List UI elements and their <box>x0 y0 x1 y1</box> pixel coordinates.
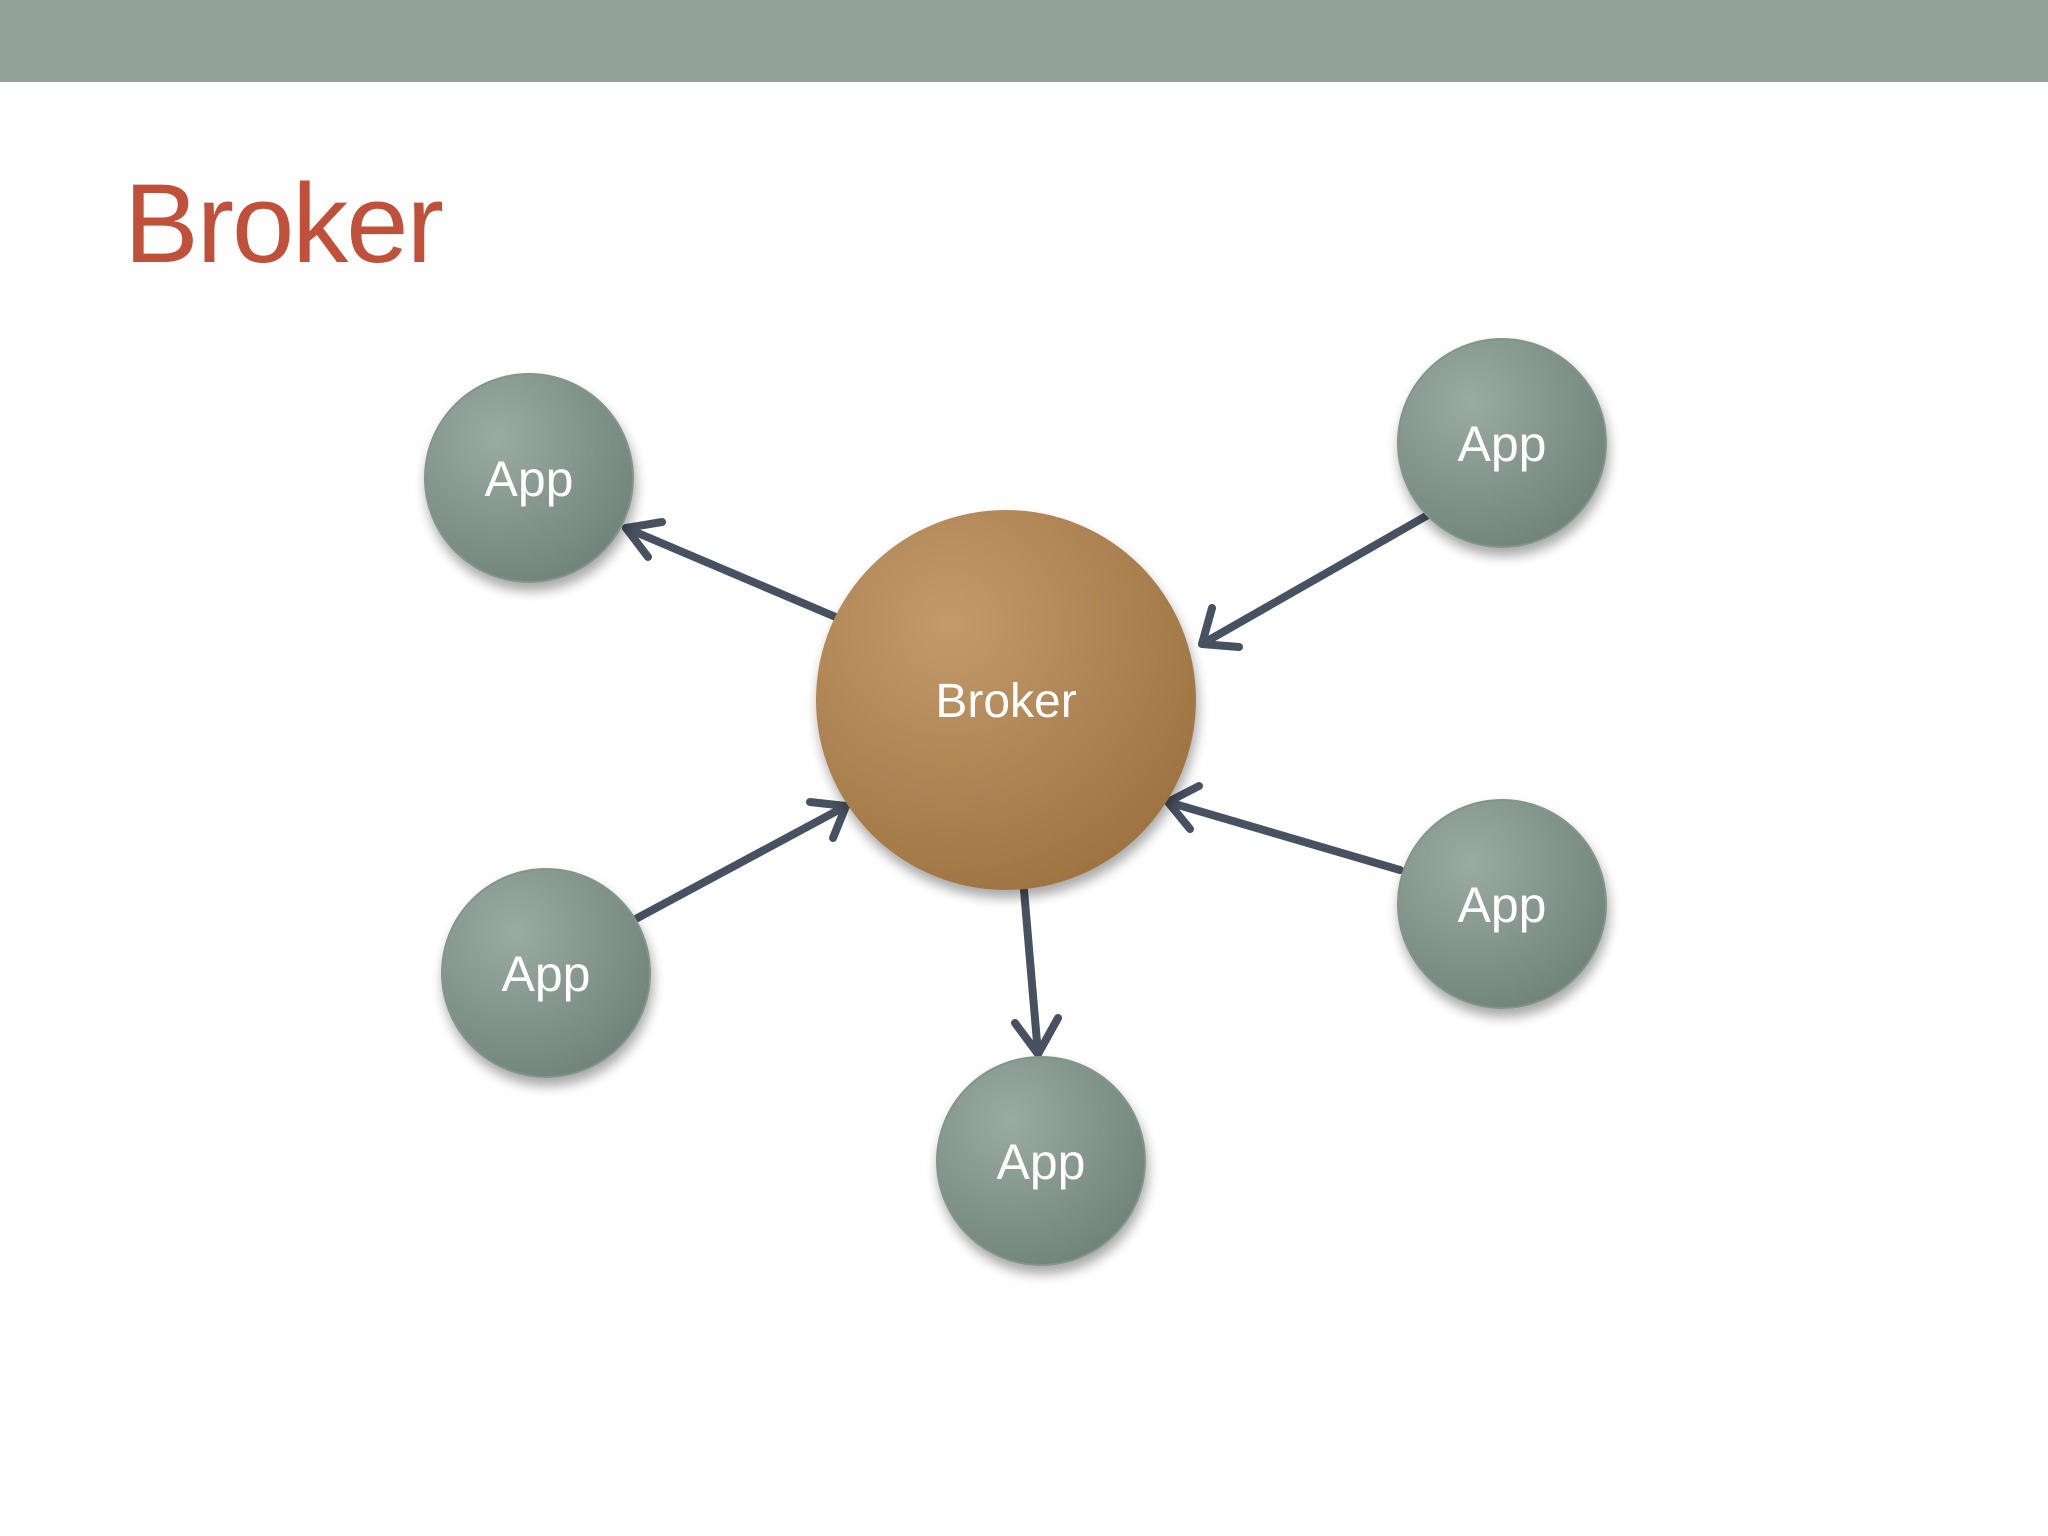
app-label: App <box>1458 877 1547 933</box>
app-node-top-right: App <box>1397 338 1607 548</box>
broker-label: Broker <box>935 675 1076 728</box>
arrow-app-top-right-to-broker <box>1198 511 1432 651</box>
app-label: App <box>502 946 591 1002</box>
app-node-bottom-left: App <box>441 868 651 1078</box>
header-bar <box>0 0 2048 82</box>
arrow-app-bottom-right-to-broker <box>1164 782 1404 874</box>
app-label: App <box>1458 416 1547 472</box>
app-node-top-left: App <box>424 373 634 583</box>
arrow-broker-to-app-bottom <box>1011 886 1062 1058</box>
app-label: App <box>997 1134 1086 1190</box>
app-label: App <box>485 451 574 507</box>
app-node-bottom: App <box>936 1056 1146 1266</box>
app-node-bottom-right: App <box>1397 799 1607 1009</box>
slide-title: Broker <box>124 161 444 286</box>
arrow-broker-to-app-top-left <box>622 518 842 622</box>
arrow-app-bottom-left-to-broker <box>626 798 850 926</box>
arrows <box>622 511 1432 1058</box>
broker-node: Broker <box>816 510 1196 890</box>
